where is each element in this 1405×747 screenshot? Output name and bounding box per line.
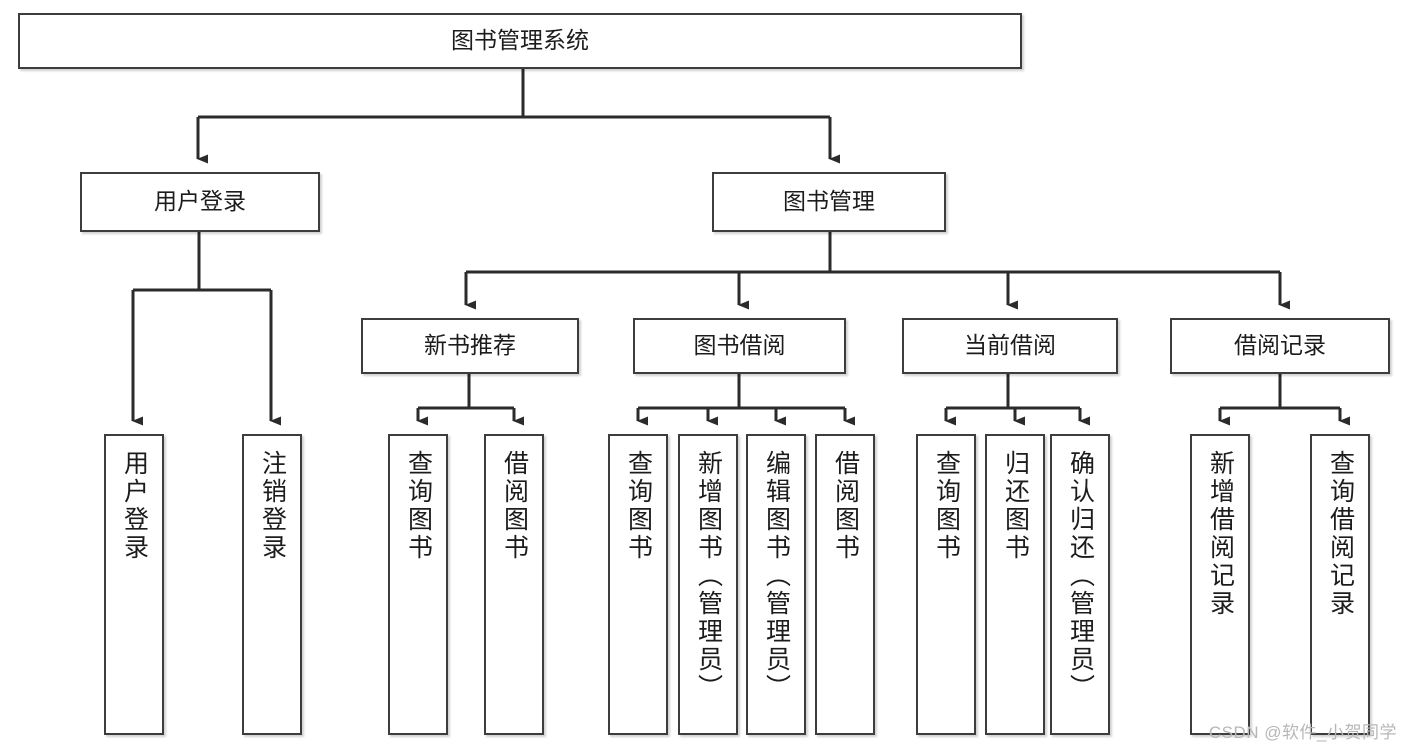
node-label-book-management: 图书管理	[783, 188, 875, 215]
node-leaf-query-book-recommend[interactable]: 查询图书	[388, 434, 448, 735]
node-label-leaf-query-book-recommend: 查询图书	[404, 450, 433, 562]
node-leaf-query-book-borrow[interactable]: 查询图书	[608, 434, 668, 735]
node-label-leaf-edit-book-admin: 编辑图书（管理员）	[762, 450, 791, 702]
node-book-management[interactable]: 图书管理	[712, 172, 946, 232]
node-leaf-add-borrow-record[interactable]: 新增借阅记录	[1190, 434, 1250, 735]
node-current-borrow[interactable]: 当前借阅	[902, 318, 1118, 374]
node-label-leaf-confirm-return-admin: 确认归还（管理员）	[1066, 450, 1095, 702]
node-label-leaf-query-book-current: 查询图书	[932, 450, 961, 562]
node-root[interactable]: 图书管理系统	[18, 13, 1022, 69]
node-label-leaf-return-book: 归还图书	[1001, 450, 1030, 562]
node-leaf-user-login[interactable]: 用户登录	[104, 434, 164, 735]
node-label-leaf-query-borrow-record: 查询借阅记录	[1326, 450, 1355, 618]
node-leaf-user-logout[interactable]: 注销登录	[242, 434, 302, 735]
node-leaf-edit-book-admin[interactable]: 编辑图书（管理员）	[746, 434, 806, 735]
node-leaf-return-book[interactable]: 归还图书	[985, 434, 1045, 735]
node-label-leaf-add-borrow-record: 新增借阅记录	[1206, 450, 1235, 618]
node-leaf-query-book-current[interactable]: 查询图书	[916, 434, 976, 735]
watermark: CSDN @软件_小贺同学	[1208, 723, 1397, 742]
node-label-leaf-borrow-book-recommend: 借阅图书	[500, 450, 529, 562]
node-label-leaf-user-logout: 注销登录	[258, 450, 287, 562]
node-leaf-add-book-admin[interactable]: 新增图书（管理员）	[678, 434, 738, 735]
node-label-leaf-borrow-book: 借阅图书	[831, 450, 860, 562]
node-label-current-borrow: 当前借阅	[964, 332, 1056, 359]
node-label-user-login: 用户登录	[154, 188, 246, 215]
node-leaf-borrow-book[interactable]: 借阅图书	[815, 434, 875, 735]
node-label-root: 图书管理系统	[451, 27, 589, 54]
node-borrow-record[interactable]: 借阅记录	[1170, 318, 1390, 374]
node-label-leaf-user-login: 用户登录	[120, 450, 149, 562]
node-label-leaf-add-book-admin: 新增图书（管理员）	[694, 450, 723, 702]
node-label-new-book-recommend: 新书推荐	[424, 332, 516, 359]
node-new-book-recommend[interactable]: 新书推荐	[361, 318, 579, 374]
node-user-login[interactable]: 用户登录	[80, 172, 320, 232]
node-label-borrow-record: 借阅记录	[1234, 332, 1326, 359]
node-leaf-confirm-return-admin[interactable]: 确认归还（管理员）	[1050, 434, 1110, 735]
node-label-leaf-query-book-borrow: 查询图书	[624, 450, 653, 562]
node-leaf-query-borrow-record[interactable]: 查询借阅记录	[1310, 434, 1370, 735]
node-leaf-borrow-book-recommend[interactable]: 借阅图书	[484, 434, 544, 735]
node-book-borrow[interactable]: 图书借阅	[633, 318, 846, 374]
node-label-book-borrow: 图书借阅	[693, 332, 786, 359]
